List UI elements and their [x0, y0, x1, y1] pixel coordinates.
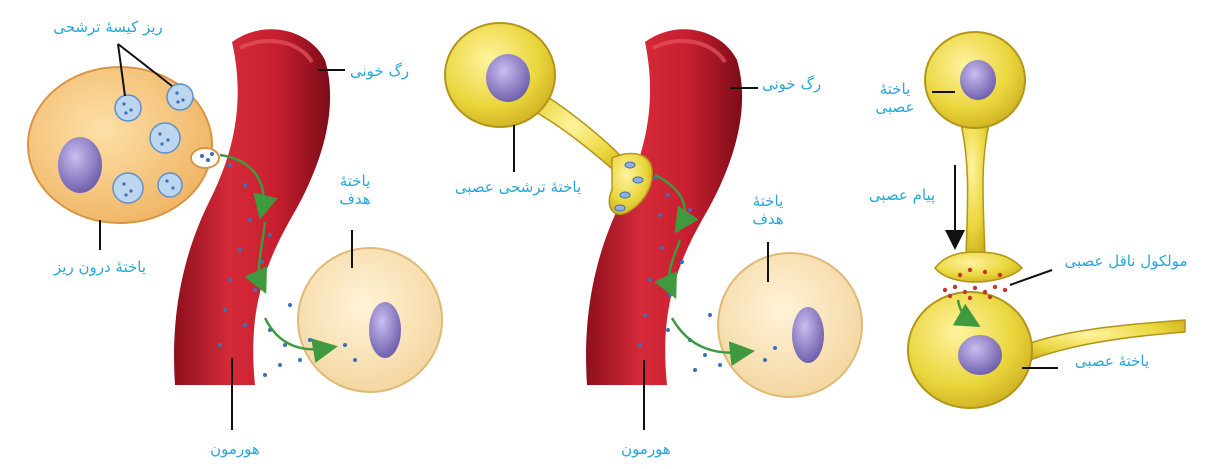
- label-target-cell-2: یاختهٔ هدف: [738, 192, 798, 228]
- label-blood-vessel-1: رگ خونی: [350, 62, 409, 80]
- panel-endocrine: [28, 29, 442, 430]
- target-cell-2: [718, 253, 862, 397]
- label-nerve-message: پیام عصبی: [862, 186, 942, 204]
- label-upper-neuron: یاختهٔ عصبی: [860, 80, 930, 116]
- label-neurotransmitter: مولکول ناقل عصبی: [1056, 252, 1196, 270]
- label-blood-vessel-2: رگ خونی: [762, 75, 821, 93]
- synaptic-terminal: [935, 252, 1022, 282]
- lower-neuron-nucleus: [958, 335, 1002, 375]
- label-neurosecretory-cell: یاختهٔ ترشحی عصبی: [438, 178, 598, 196]
- target-nucleus-2: [792, 307, 824, 363]
- label-hormone-1: هورمون: [195, 440, 275, 458]
- endocrine-nucleus: [58, 137, 102, 193]
- label-target-cell-1: یاختهٔ هدف: [325, 172, 385, 208]
- label-lower-neuron: یاختهٔ عصبی: [1062, 352, 1162, 370]
- label-secretory-vesicles: ریز کیسهٔ ترشحی: [38, 18, 178, 36]
- target-cell-1: [298, 248, 442, 392]
- label-endocrine-cell: یاختهٔ درون ریز: [30, 258, 170, 276]
- upper-neuron-nucleus: [960, 60, 996, 100]
- neurosecretory-nucleus: [486, 54, 530, 102]
- label-hormone-2: هورمون: [606, 440, 686, 458]
- target-nucleus-1: [369, 302, 401, 358]
